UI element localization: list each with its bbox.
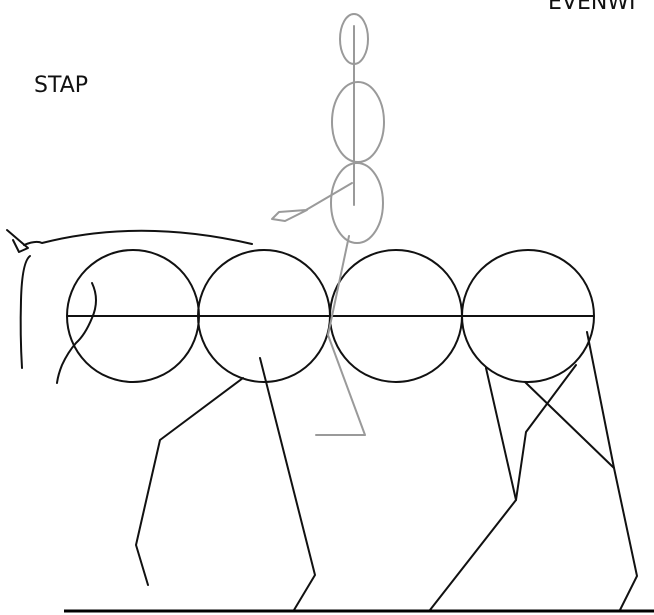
rider-leg [316, 236, 365, 435]
horse-hind-leg-c [525, 382, 614, 468]
horse-topline [24, 231, 252, 245]
horse-ear [7, 230, 28, 252]
rider-torso [332, 82, 384, 162]
horse-front-leg-rear [136, 378, 243, 585]
horse-hind-leg-d [587, 332, 637, 610]
horse-hind-leg-b [516, 365, 576, 500]
balance-label: EVENWI [548, 0, 636, 14]
horse-body [67, 250, 594, 382]
rider-pelvis [331, 163, 383, 243]
horse-throat [57, 283, 96, 383]
rider-arm [272, 183, 352, 221]
horse-front-legs [136, 358, 315, 610]
horse-front-leg-forward [260, 358, 315, 610]
horse-hind-legs [430, 332, 637, 610]
gait-label: STAP [34, 75, 88, 97]
horse-face [21, 256, 30, 368]
rider-figure [272, 14, 384, 435]
horse-hind-leg-a [430, 368, 516, 610]
